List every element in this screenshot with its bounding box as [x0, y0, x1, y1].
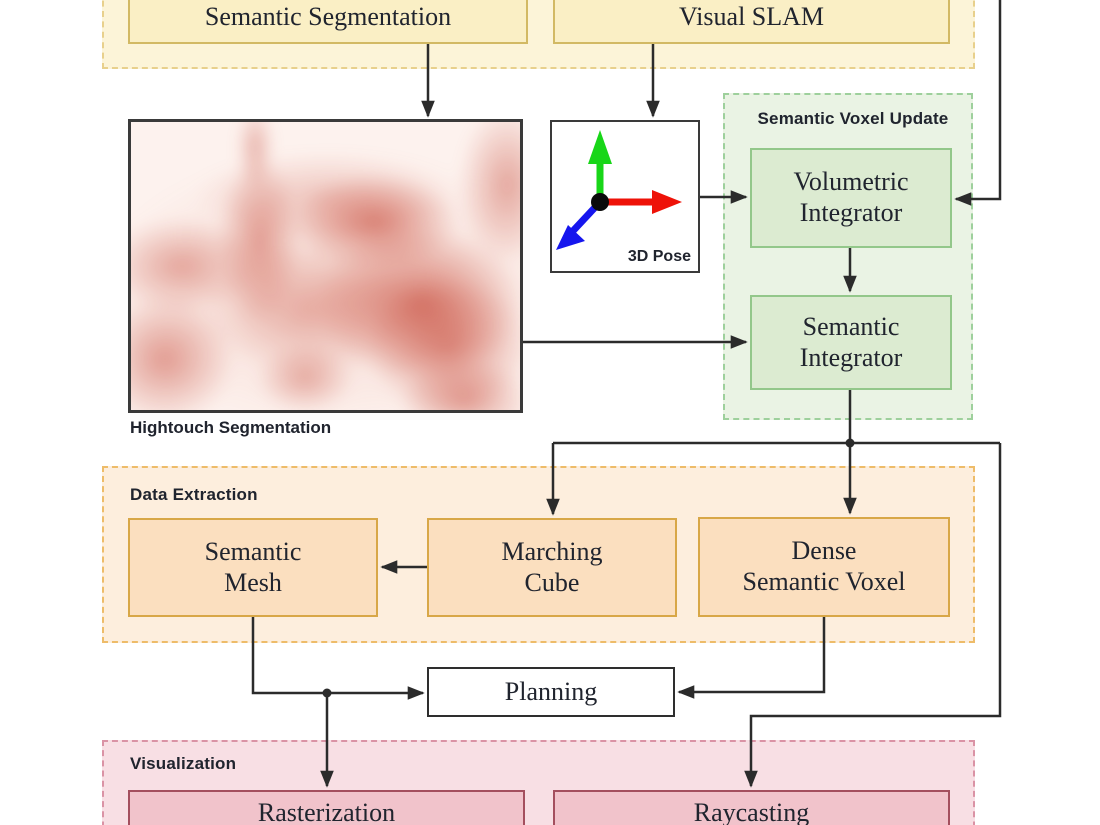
group-label-data-extraction: Data Extraction — [130, 485, 258, 504]
node-visual-slam: Visual SLAM — [553, 0, 950, 44]
axes-origin-dot — [591, 193, 609, 211]
junction-dot-branch — [845, 438, 855, 448]
node-marching-cube: Marching Cube — [427, 518, 677, 617]
node-planning: Planning — [427, 667, 675, 717]
node-semantic-mesh: Semantic Mesh — [128, 518, 378, 617]
node-semantic-segmentation: Semantic Segmentation — [128, 0, 528, 44]
node-label: Marching Cube — [501, 536, 603, 597]
node-volumetric-integrator: Volumetric Integrator — [750, 148, 952, 248]
node-semantic-integrator: Semantic Integrator — [750, 295, 952, 390]
node-dense-semantic-voxel: Dense Semantic Voxel — [698, 517, 950, 617]
pose-box: 3D Pose — [550, 120, 700, 273]
node-label: Semantic Integrator — [799, 311, 903, 372]
axis-right-head — [652, 190, 682, 214]
heatmap-blobs — [131, 122, 520, 410]
node-label: Raycasting — [693, 798, 810, 825]
pose-axes-icon — [556, 130, 682, 250]
node-label: Dense Semantic Voxel — [742, 536, 906, 596]
node-label: Volumetric Integrator — [793, 167, 909, 227]
hightouch-heatmap-image — [128, 119, 523, 413]
node-label: Rasterization — [257, 798, 396, 825]
pose-caption: 3D Pose — [627, 248, 691, 265]
junction-dot-planning — [322, 688, 332, 698]
node-label: Visual SLAM — [678, 1, 825, 31]
node-label: Semantic Segmentation — [204, 1, 452, 31]
node-label: Planning — [504, 676, 598, 706]
axis-up-head — [588, 130, 612, 164]
node-label: Semantic Mesh — [204, 536, 302, 597]
node-rasterization: Rasterization — [128, 790, 525, 825]
group-label-semantic-voxel-update: Semantic Voxel Update — [757, 109, 949, 128]
axis-depth-head — [556, 225, 585, 250]
node-raycasting: Raycasting — [553, 790, 950, 825]
group-label-visualization: Visualization — [130, 754, 237, 773]
heatmap-caption: Hightouch Segmentation — [130, 418, 332, 437]
